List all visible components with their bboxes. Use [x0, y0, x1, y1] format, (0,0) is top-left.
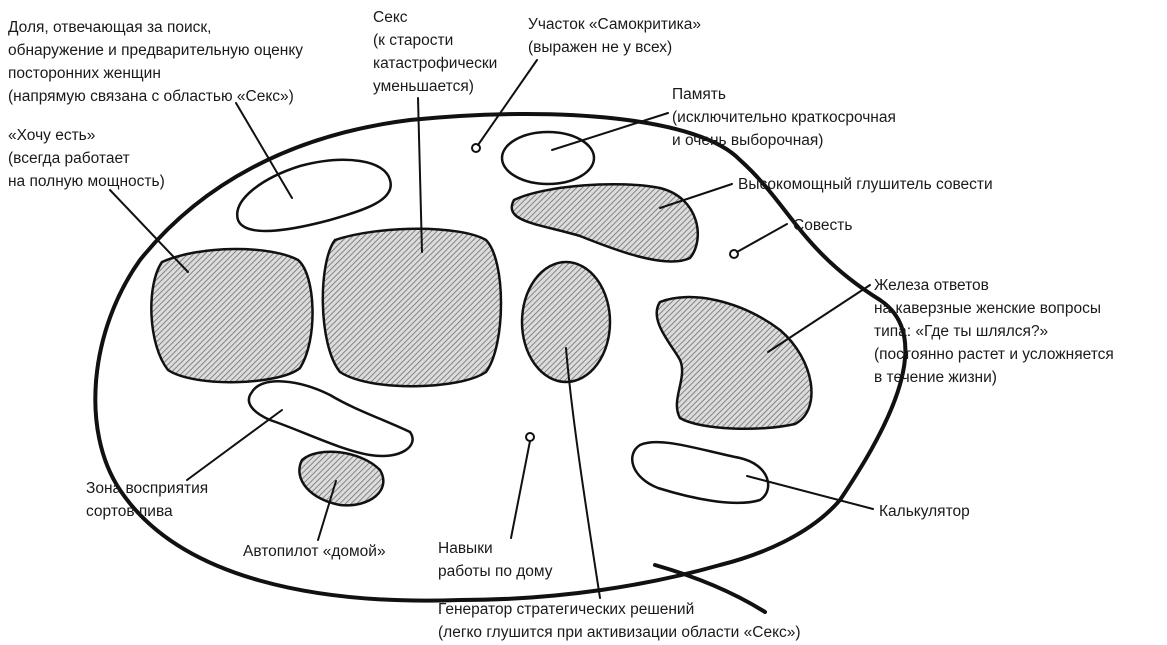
answer-gland-label: Железа ответов на каверзные женские вопр… — [874, 277, 1114, 386]
svg-text:Калькулятор: Калькулятор — [879, 503, 970, 520]
want-to-eat-region — [151, 249, 312, 382]
housework-dot — [526, 433, 534, 441]
svg-text:Участок «Самокритика»: Участок «Самокритика» — [528, 16, 701, 33]
autopilot-region — [299, 452, 383, 506]
self-criticism-leader — [478, 60, 537, 145]
calculator-region — [632, 442, 768, 503]
svg-text:уменьшается): уменьшается) — [373, 78, 474, 95]
conscience-silencer-label: Высокомощный глушитель совести — [738, 176, 993, 193]
search-lobe-label: Доля, отвечающая за поиск, обнаружение и… — [8, 19, 303, 105]
answer-gland-region — [657, 297, 812, 429]
svg-text:Совесть: Совесть — [793, 217, 852, 234]
conscience-label: Совесть — [793, 217, 852, 234]
answer-gland-leader — [768, 285, 870, 352]
svg-text:(напрямую связана с областью «: (напрямую связана с областью «Секс») — [8, 88, 294, 105]
search-lobe-region — [237, 160, 391, 231]
svg-text:катастрофически: катастрофически — [373, 55, 497, 72]
conscience-leader — [737, 224, 787, 252]
svg-text:обнаружение и предварительную: обнаружение и предварительную оценку — [8, 42, 303, 59]
svg-text:«Хочу есть»: «Хочу есть» — [8, 127, 95, 144]
want-to-eat-leader — [110, 190, 188, 272]
sex-label: Секс (к старости катастрофически уменьша… — [373, 9, 497, 95]
calculator-label: Калькулятор — [879, 503, 970, 520]
conscience-silencer-region — [512, 184, 698, 261]
svg-text:Железа ответов: Железа ответов — [874, 277, 989, 294]
svg-text:(выражен не у всех): (выражен не у всех) — [528, 39, 672, 56]
want-to-eat-label: «Хочу есть» (всегда работает на полную м… — [8, 127, 165, 190]
svg-text:посторонних женщин: посторонних женщин — [8, 65, 161, 82]
svg-text:Автопилот «домой»: Автопилот «домой» — [243, 543, 386, 560]
svg-text:Доля, отвечающая за поиск,: Доля, отвечающая за поиск, — [8, 19, 211, 36]
housework-leader — [511, 441, 530, 538]
svg-text:(всегда работает: (всегда работает — [8, 150, 130, 167]
svg-text:Секс: Секс — [373, 9, 408, 26]
beer-zone-label: Зона восприятия сортов пива — [86, 480, 208, 520]
svg-text:(легко глушится при активизаци: (легко глушится при активизации области … — [438, 624, 801, 641]
svg-text:Генератор стратегических решен: Генератор стратегических решений — [438, 601, 694, 618]
svg-text:Зона восприятия: Зона восприятия — [86, 480, 208, 497]
svg-text:(к старости: (к старости — [373, 32, 453, 49]
svg-text:типа: «Где ты шлялся?»: типа: «Где ты шлялся?» — [874, 323, 1048, 340]
strategy-generator-leader — [566, 348, 600, 598]
svg-text:Навыки: Навыки — [438, 540, 493, 557]
svg-text:и очень выборочная): и очень выборочная) — [672, 132, 823, 149]
sex-region — [323, 229, 501, 387]
svg-text:(исключительно краткосрочная: (исключительно краткосрочная — [672, 109, 896, 126]
svg-text:Высокомощный глушитель совести: Высокомощный глушитель совести — [738, 176, 993, 193]
housework-label: Навыки работы по дому — [438, 540, 553, 580]
svg-text:на полную мощность): на полную мощность) — [8, 173, 165, 190]
beer-zone-leader — [187, 410, 282, 480]
svg-text:(постоянно растет и усложняетс: (постоянно растет и усложняется — [874, 346, 1114, 363]
strategy-generator-label: Генератор стратегических решений (легко … — [438, 601, 801, 641]
memory-label: Память (исключительно краткосрочная и оч… — [672, 86, 896, 149]
svg-text:на каверзные женские вопросы: на каверзные женские вопросы — [874, 300, 1101, 317]
svg-text:Память: Память — [672, 86, 726, 103]
svg-text:работы по дому: работы по дому — [438, 563, 553, 580]
svg-text:сортов пива: сортов пива — [86, 503, 173, 520]
memory-region — [502, 132, 594, 184]
self-criticism-label: Участок «Самокритика» (выражен не у всех… — [528, 16, 701, 56]
beer-zone-region — [249, 381, 413, 456]
strategy-generator-region — [522, 262, 610, 382]
svg-text:в течение жизни): в течение жизни) — [874, 369, 997, 386]
autopilot-label: Автопилот «домой» — [243, 543, 386, 560]
